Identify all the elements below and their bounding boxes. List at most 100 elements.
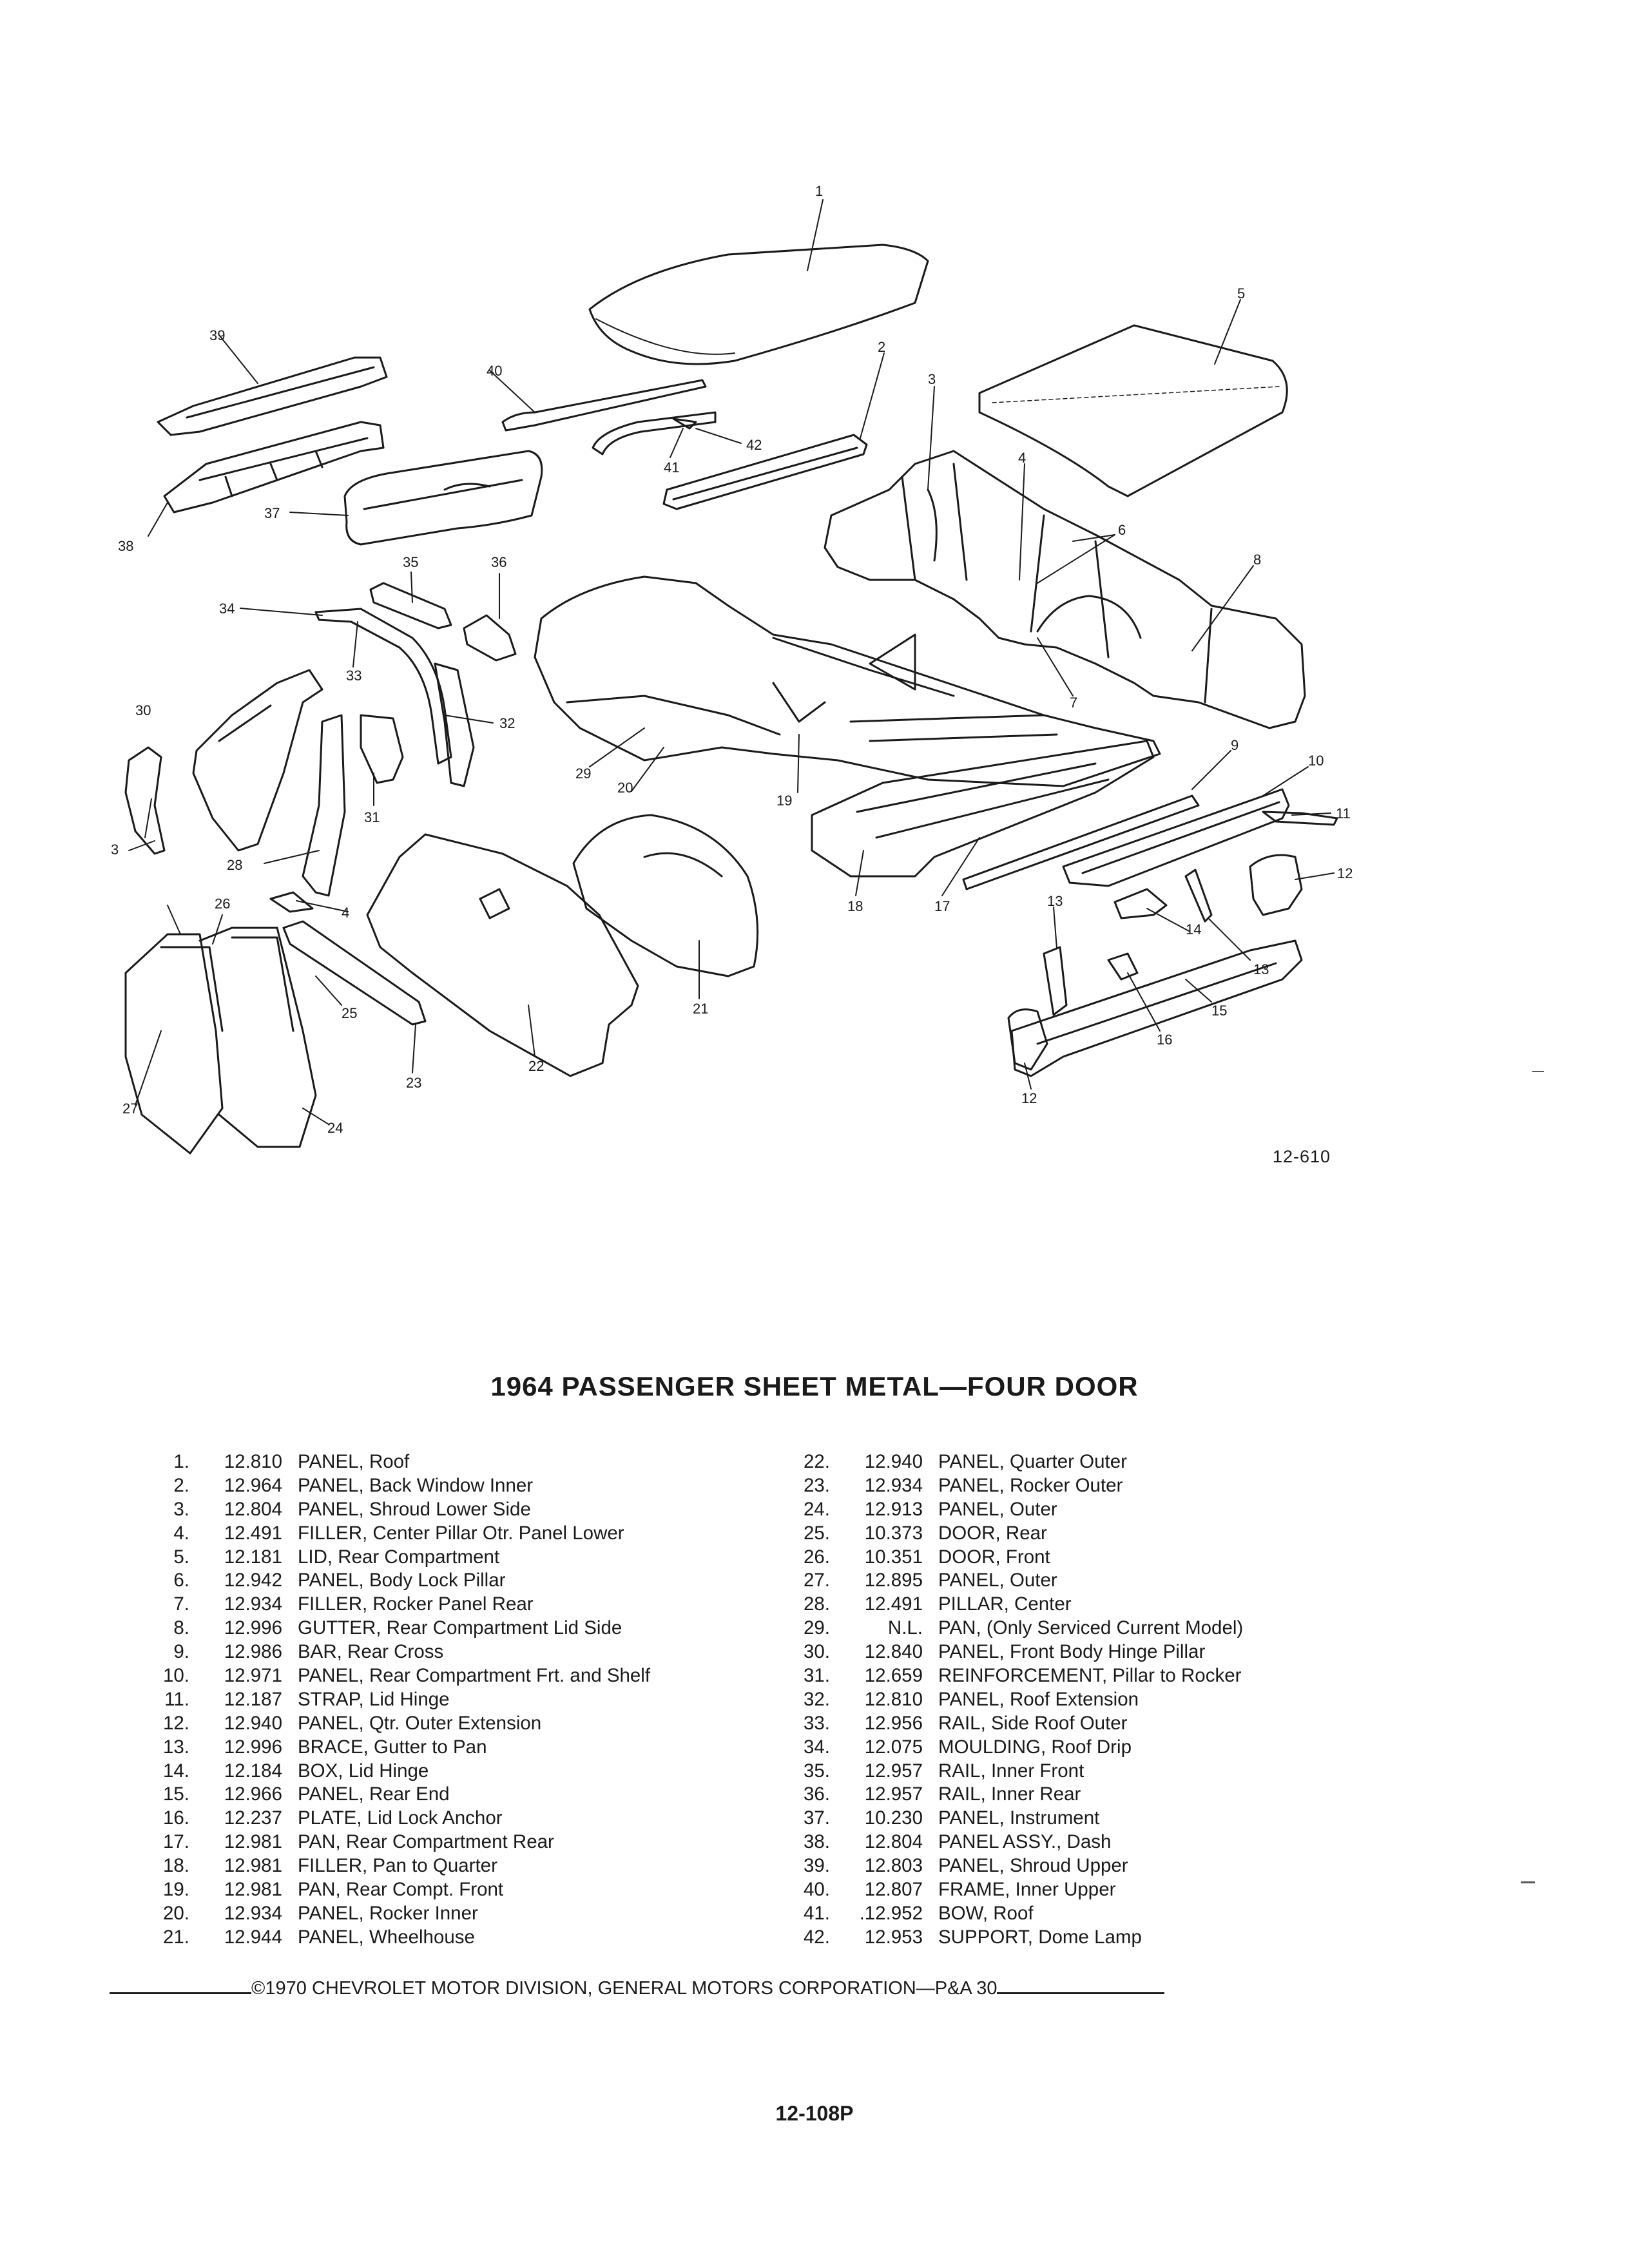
callout-30: 30 (135, 702, 151, 718)
part-group-number: 12.913 (864, 1498, 923, 1520)
item-number: 6. (173, 1570, 189, 1591)
part-group-number: 12.075 (864, 1736, 923, 1758)
part-description: PANEL, Rocker Inner (298, 1902, 478, 1924)
part-description: BOW, Roof (938, 1902, 1034, 1924)
part-group-number: 12.940 (864, 1451, 923, 1472)
part-description: FRAME, Inner Upper (938, 1879, 1116, 1901)
callout-38: 38 (118, 538, 134, 554)
callout-11: 11 (1336, 805, 1351, 822)
page-number: 12-108P (775, 2102, 854, 2125)
item-number: 19. (162, 1879, 189, 1901)
callout-13: 13 (1047, 893, 1063, 909)
dash-panel-part (163, 421, 385, 514)
part-group-number: 12.804 (864, 1831, 923, 1853)
callout-3: 3 (928, 371, 936, 387)
part-description: PLATE, Lid Lock Anchor (298, 1807, 503, 1829)
part-description: BAR, Rear Cross (298, 1641, 444, 1663)
part-description: FILLER, Pan to Quarter (298, 1855, 497, 1877)
part-group-number: 12.934 (224, 1593, 282, 1615)
callout-33: 33 (346, 668, 362, 684)
part-group-number: 10.373 (864, 1522, 923, 1544)
part-group-number: 12.964 (224, 1474, 282, 1496)
callout-18: 18 (847, 898, 863, 914)
callout-12: 12 (1337, 865, 1353, 881)
part-description: PANEL, Rocker Outer (938, 1474, 1123, 1496)
callout-21: 21 (693, 1001, 709, 1017)
part-description: MOULDING, Roof Drip (938, 1736, 1132, 1758)
part-group-number: 12.934 (224, 1902, 282, 1924)
quarter-outer-extension-part (1007, 854, 1303, 1071)
figure-reference: 12-610 (1273, 1147, 1331, 1166)
part-description: FILLER, Rocker Panel Rear (298, 1593, 534, 1615)
part-group-number: 12.807 (864, 1879, 923, 1901)
part-description: LID, Rear Compartment (298, 1546, 500, 1568)
part-group-number: 12.940 (224, 1712, 282, 1734)
callout-4: 4 (1018, 450, 1027, 466)
callout-20: 20 (617, 780, 633, 796)
item-number: 29. (803, 1617, 830, 1639)
lid-hinge-box-part (1113, 888, 1168, 919)
item-number: 35. (803, 1760, 830, 1782)
part-description: PANEL, Quarter Outer (938, 1451, 1127, 1472)
part-group-number: 12.184 (224, 1760, 282, 1782)
part-description: RAIL, Inner Rear (938, 1783, 1081, 1805)
footer: ©1970 CHEVROLET MOTOR DIVISION, GENERAL … (110, 1978, 1360, 1999)
part-description: DOOR, Rear (938, 1522, 1047, 1544)
item-number: 30. (803, 1641, 830, 1663)
part-group-number: 12.895 (864, 1570, 923, 1591)
inner-rear-rail-part (463, 614, 517, 662)
rear-shelf-panel-part (1062, 788, 1290, 887)
callout-16: 16 (1157, 1032, 1173, 1048)
part-description: STRAP, Lid Hinge (298, 1688, 450, 1710)
part-group-number: 12.491 (864, 1593, 923, 1615)
item-number: 3. (173, 1498, 189, 1520)
part-group-number: .12.952 (859, 1902, 923, 1924)
part-description: PANEL, Instrument (938, 1807, 1100, 1829)
callout-29: 29 (575, 765, 592, 782)
callout-23: 23 (406, 1075, 422, 1091)
part-group-number: 12.981 (224, 1879, 282, 1901)
item-number: 13. (162, 1736, 189, 1758)
part-description: PAN, (Only Serviced Current Model) (938, 1617, 1244, 1639)
callout-31: 31 (364, 809, 380, 825)
part-group-number: 12.986 (224, 1641, 282, 1663)
callout-10: 10 (1308, 753, 1324, 769)
roof-extension-part (434, 662, 475, 787)
callout-34: 34 (219, 601, 235, 617)
part-group-number: 12.803 (864, 1855, 923, 1877)
inner-front-rail-part (369, 582, 452, 629)
item-number: 39. (803, 1855, 830, 1877)
item-number: 25. (803, 1522, 830, 1544)
part-group-number: 10.351 (864, 1546, 923, 1568)
part-description: RAIL, Side Roof Outer (938, 1712, 1128, 1734)
leader-lines (128, 199, 1335, 1125)
footer-copyright: ©1970 CHEVROLET MOTOR DIVISION, GENERAL … (251, 1978, 998, 1999)
shroud-lower-side-part (124, 746, 166, 855)
callout-13: 13 (1253, 961, 1269, 977)
item-number: 2. (173, 1474, 189, 1496)
parts-list-row: 29.N.L.PAN, (Only Serviced Current Model… (785, 1617, 1429, 1641)
item-number: 34. (803, 1736, 830, 1758)
lid-hinge-strap-part (1262, 811, 1338, 826)
